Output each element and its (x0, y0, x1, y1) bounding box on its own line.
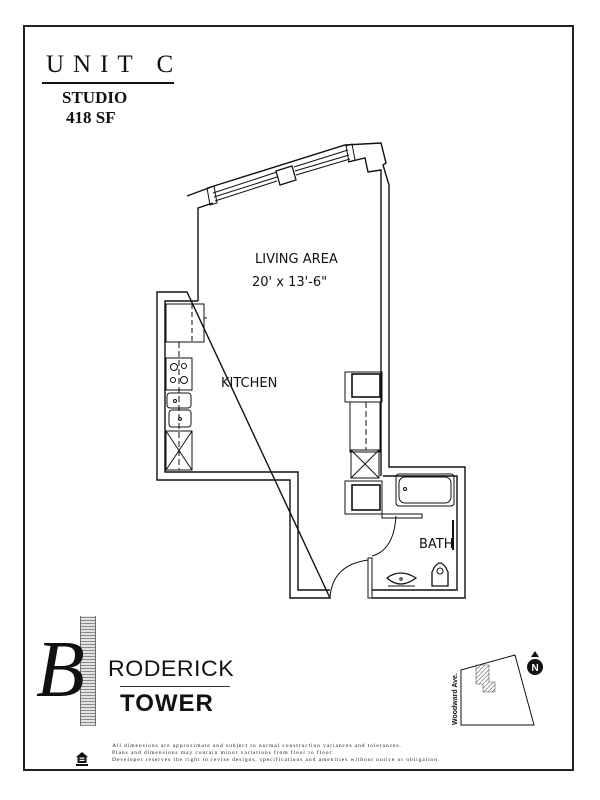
dryer (351, 484, 381, 511)
living-area-label: LIVING AREA (255, 252, 338, 267)
burner (181, 363, 187, 369)
bathroom-sink (385, 572, 418, 585)
burner (170, 363, 178, 371)
svg-text:N: N (532, 663, 539, 674)
inner-wall (164, 157, 458, 591)
disclaimer-line: Developer reserves the right to revise d… (112, 757, 441, 763)
toilet (431, 562, 449, 587)
closet-column (344, 371, 383, 515)
logo-divider (120, 686, 230, 687)
outer-wall (156, 142, 466, 599)
doors (329, 513, 423, 599)
bath-fixtures (385, 473, 455, 587)
refrigerator (165, 303, 205, 343)
tower-graphic (80, 616, 96, 726)
logo-line2: TOWER (120, 690, 214, 717)
square-footage: 418 SF (66, 108, 116, 127)
water-heater (350, 449, 380, 479)
disclaimer: All dimensions are approximate and subje… (112, 743, 440, 764)
bath-label: BATH (419, 537, 454, 552)
unit-type: STUDIO (62, 88, 128, 107)
site-map: Woodward Ave. N (452, 651, 543, 726)
entry-door-swing (329, 559, 369, 599)
disclaimer-line: All dimensions are approximate and subje… (112, 743, 402, 749)
window (206, 143, 356, 206)
site-outline (460, 654, 535, 726)
broderick-tower-logo: B RODERICK TOWER (36, 616, 246, 728)
bathtub (395, 473, 455, 507)
title-underline (42, 82, 174, 84)
building-footprint (475, 664, 496, 693)
bath-door (381, 513, 423, 519)
disclaimer-line: Plans and dimensions may contain minor v… (112, 750, 335, 756)
stove (165, 357, 193, 391)
sink-basin (168, 409, 192, 428)
dishwasher (165, 430, 193, 471)
washer (351, 373, 381, 398)
logo-line1: RODERICK (108, 656, 235, 681)
kitchen-counter (165, 303, 207, 471)
logo-initial: B (36, 626, 85, 714)
north-arrow-icon: N (527, 651, 543, 675)
entry-door (367, 557, 373, 599)
equal-housing-opportunity-icon (76, 752, 88, 766)
bath-door-swing (371, 515, 397, 557)
sink-basin (166, 392, 192, 409)
kitchen-label: KITCHEN (221, 376, 277, 391)
burner (170, 377, 176, 383)
living-area-dimensions: 20' x 13'-6" (252, 275, 327, 290)
burner (180, 376, 188, 384)
page-border (23, 25, 574, 771)
street-label: Woodward Ave. (452, 673, 459, 725)
